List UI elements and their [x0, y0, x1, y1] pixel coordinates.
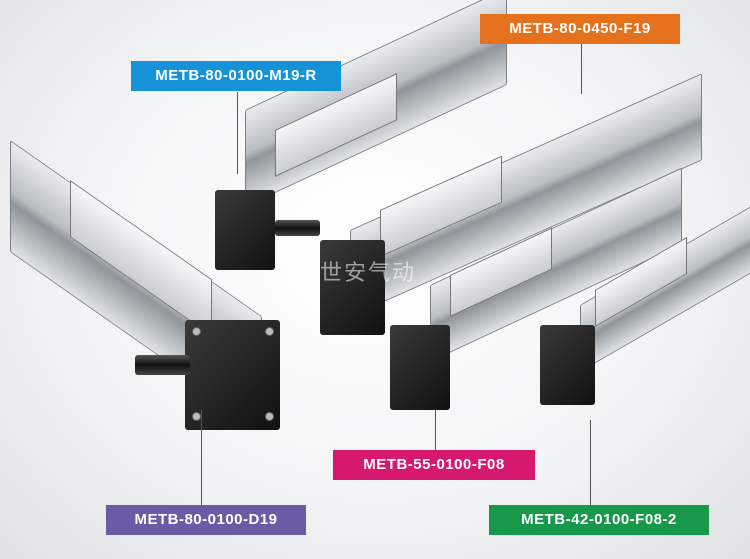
model-label-metb-80-0100-d19: METB-80-0100-D19: [106, 505, 306, 535]
leader-line: [590, 420, 591, 506]
motor-end-cap: [185, 320, 280, 430]
model-label-metb-42-0100-f08-2: METB-42-0100-F08-2: [489, 505, 709, 535]
model-label-metb-55-0100-f08: METB-55-0100-F08: [333, 450, 535, 480]
leader-line: [201, 410, 202, 506]
drive-shaft: [135, 355, 190, 375]
model-label-metb-80-0450-f19: METB-80-0450-F19: [480, 14, 680, 44]
leader-line: [581, 44, 582, 94]
leader-line: [435, 410, 436, 450]
leader-line: [237, 92, 238, 174]
model-label-metb-80-0100-m19-r: METB-80-0100-M19-R: [131, 61, 341, 91]
watermark: 世安气动: [320, 261, 417, 286]
